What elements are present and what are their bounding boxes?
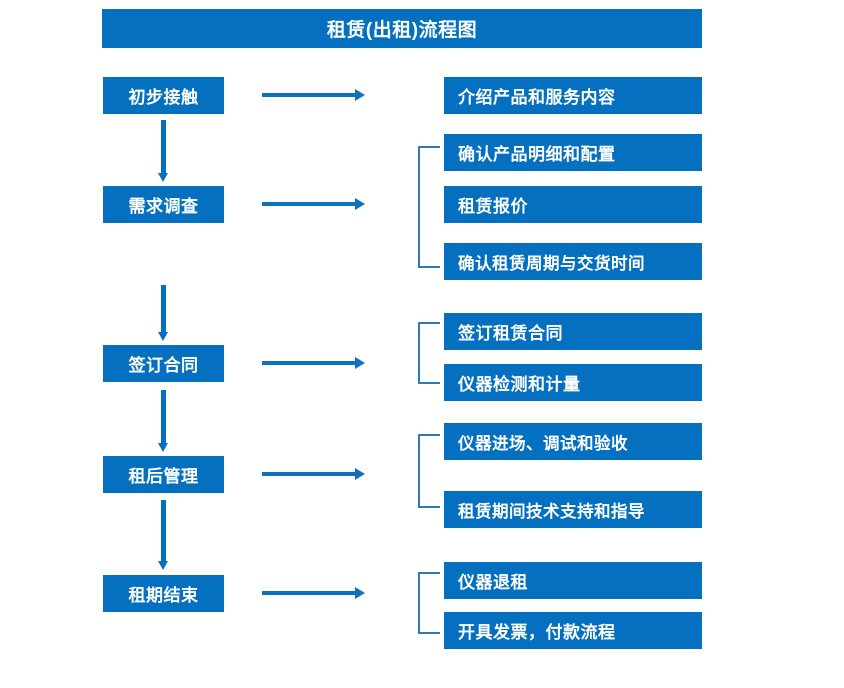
horizontal-arrow-1 [262, 89, 365, 101]
group-bracket-5 [418, 572, 440, 634]
stage-box-4[interactable]: 租后管理 [103, 456, 224, 493]
stage-box-2[interactable]: 需求调查 [103, 186, 224, 223]
group-bracket-3 [418, 322, 440, 384]
horizontal-arrow-3 [262, 357, 365, 369]
detail-box-10[interactable]: 开具发票，付款流程 [444, 612, 702, 649]
detail-box-8[interactable]: 租赁期间技术支持和指导 [444, 491, 702, 528]
vertical-arrow-3-4 [158, 390, 168, 452]
stage-box-1[interactable]: 初步接触 [103, 77, 224, 114]
horizontal-arrow-4 [262, 468, 365, 480]
detail-box-3[interactable]: 租赁报价 [444, 186, 702, 223]
detail-box-5[interactable]: 签订租赁合同 [444, 313, 702, 350]
diagram-title: 租赁(出租)流程图 [102, 9, 702, 48]
detail-box-6[interactable]: 仪器检测和计量 [444, 364, 702, 401]
vertical-arrow-1-2 [158, 120, 168, 182]
vertical-arrow-2-3 [158, 285, 168, 341]
group-bracket-4 [418, 434, 440, 508]
stage-box-3[interactable]: 签订合同 [103, 345, 224, 382]
detail-box-7[interactable]: 仪器进场、调试和验收 [444, 423, 702, 460]
stage-box-5[interactable]: 租期结束 [103, 575, 224, 612]
horizontal-arrow-2 [262, 198, 365, 210]
detail-box-4[interactable]: 确认租赁周期与交货时间 [444, 243, 702, 280]
detail-box-2[interactable]: 确认产品明细和配置 [444, 134, 702, 171]
horizontal-arrow-5 [262, 587, 365, 599]
detail-box-9[interactable]: 仪器退租 [444, 562, 702, 599]
group-bracket-2 [418, 146, 440, 268]
detail-box-1[interactable]: 介绍产品和服务内容 [444, 77, 702, 114]
vertical-arrow-4-5 [158, 500, 168, 570]
